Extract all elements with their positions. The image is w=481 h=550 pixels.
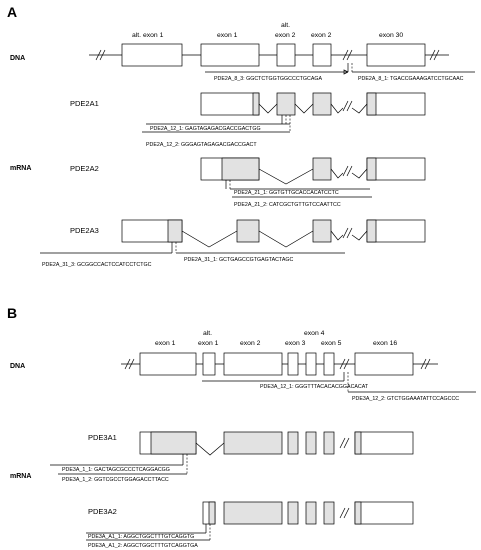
b-exon16-box [354, 352, 414, 376]
isoform-pde2a2-track [200, 157, 426, 198]
b-exon2-label: exon 2 [240, 340, 261, 347]
b-alt-exon1-box [202, 352, 216, 376]
panel-a-dna-label: DNA [10, 55, 25, 62]
isoform-pde3a2-label: PDE3A2 [88, 507, 117, 516]
a-exon30-label: exon 30 [379, 32, 403, 39]
isoform-pde2a3-track [40, 219, 426, 254]
a-exon1-box [200, 43, 260, 67]
isoform-pde2a1-track [142, 92, 426, 133]
a-alt-exon2-label-1: alt. [281, 22, 290, 29]
primer-pde3a-12-2: PDE3A_12_2: GTCTGGAAATATTCCAGCCC [352, 396, 459, 402]
a-alt-exon1-box [121, 43, 183, 67]
b-exon1-label: exon 1 [155, 340, 176, 347]
primer-pde3a-12-1: PDE3A_12_1: GGGTTTACACACGGACACAT [260, 384, 369, 390]
primer-pde2a-21-1: PDE2A_21_1: GGTGTTGCACCACATCCTC [234, 190, 339, 196]
a-dna-primers [205, 63, 475, 75]
panel-a-mrna-label: mRNA [10, 165, 31, 172]
primer-pde2a-12-1: PDE2A_12_1: GAGTAGAGACGACCGACTGG [150, 126, 261, 132]
panel-b-dna-label: DNA [10, 363, 25, 370]
a-exon2-box [312, 43, 332, 67]
b-exon3-label: exon 3 [285, 340, 306, 347]
primer-pde3a-1-1: PDE3A_1_1: GACTAGCGCCCTCAGGACGG [62, 467, 170, 473]
isoform-pde3a1-label: PDE3A1 [88, 433, 117, 442]
isoform-pde3a2-track [86, 501, 414, 541]
isoform-pde3a1-track [50, 431, 414, 475]
panel-b-mrna-label: mRNA [10, 473, 31, 480]
b-exon4-label: exon 4 [304, 330, 325, 337]
primer-pde2a-8-1: PDE2A_8_1: TGACCGAAAGATCCTGCAAC [358, 76, 464, 82]
a-alt-exon1-label: alt. exon 1 [132, 32, 164, 39]
panel-b-dna-track [121, 352, 438, 376]
b-exon5-label: exon 5 [321, 340, 342, 347]
a-exon30-box [366, 43, 426, 67]
panel-a-dna-track [89, 43, 449, 67]
b-exon5-box [323, 352, 335, 376]
panel-b-label: B [7, 305, 17, 321]
b-exon4-box [305, 352, 317, 376]
b-exon3-box [287, 352, 299, 376]
a-alt-exon2-label-2: exon 2 [275, 32, 296, 39]
b-exon16-label: exon 16 [373, 340, 397, 347]
b-dna-primers [202, 372, 476, 393]
a-exon1-label: exon 1 [217, 32, 238, 39]
a-alt-exon2-box [276, 43, 296, 67]
primer-pde2a-21-2: PDE2A_21_2: CATCGCTGTTGTCCAATTCC [234, 202, 341, 208]
b-alt-exon1-label-2: exon 1 [198, 340, 219, 347]
primer-pde3a-1-2: PDE3A_1_2: GGTCGCCTGGAGACCTTACC [62, 477, 169, 483]
isoform-pde2a3-label: PDE2A3 [70, 226, 99, 235]
primer-pde3a-a1-2: PDE3A_A1_2: AGGCTGGCTTTGTCAGGTGA [88, 543, 198, 549]
primer-pde2a-31-1: PDE2A_31_1: GCTGAGCCGTGAGTACTAGC [184, 257, 293, 263]
primer-pde2a-31-3: PDE2A_31_3: GCGGCCACTCCATCCTCTGC [42, 262, 152, 268]
primer-pde2a-8-3: PDE2A_8_3: GGCTCTGGTGGCCCTGCAGA [214, 76, 322, 82]
primer-pde3a-a1-1: PDE3A_A1_1: AGGCTGGCTTTGTCAGGTG [88, 534, 194, 540]
isoform-pde2a2-label: PDE2A2 [70, 164, 99, 173]
a-exon2-label: exon 2 [311, 32, 332, 39]
panel-a-label: A [7, 4, 17, 20]
b-exon1-box [139, 352, 197, 376]
b-exon2-box [223, 352, 283, 376]
primer-pde2a-12-2: PDE2A_12_2: GGGAGTAGAGACGACCGACT [146, 142, 257, 148]
b-alt-exon1-label-1: alt. [203, 330, 212, 337]
isoform-pde2a1-label: PDE2A1 [70, 99, 99, 108]
